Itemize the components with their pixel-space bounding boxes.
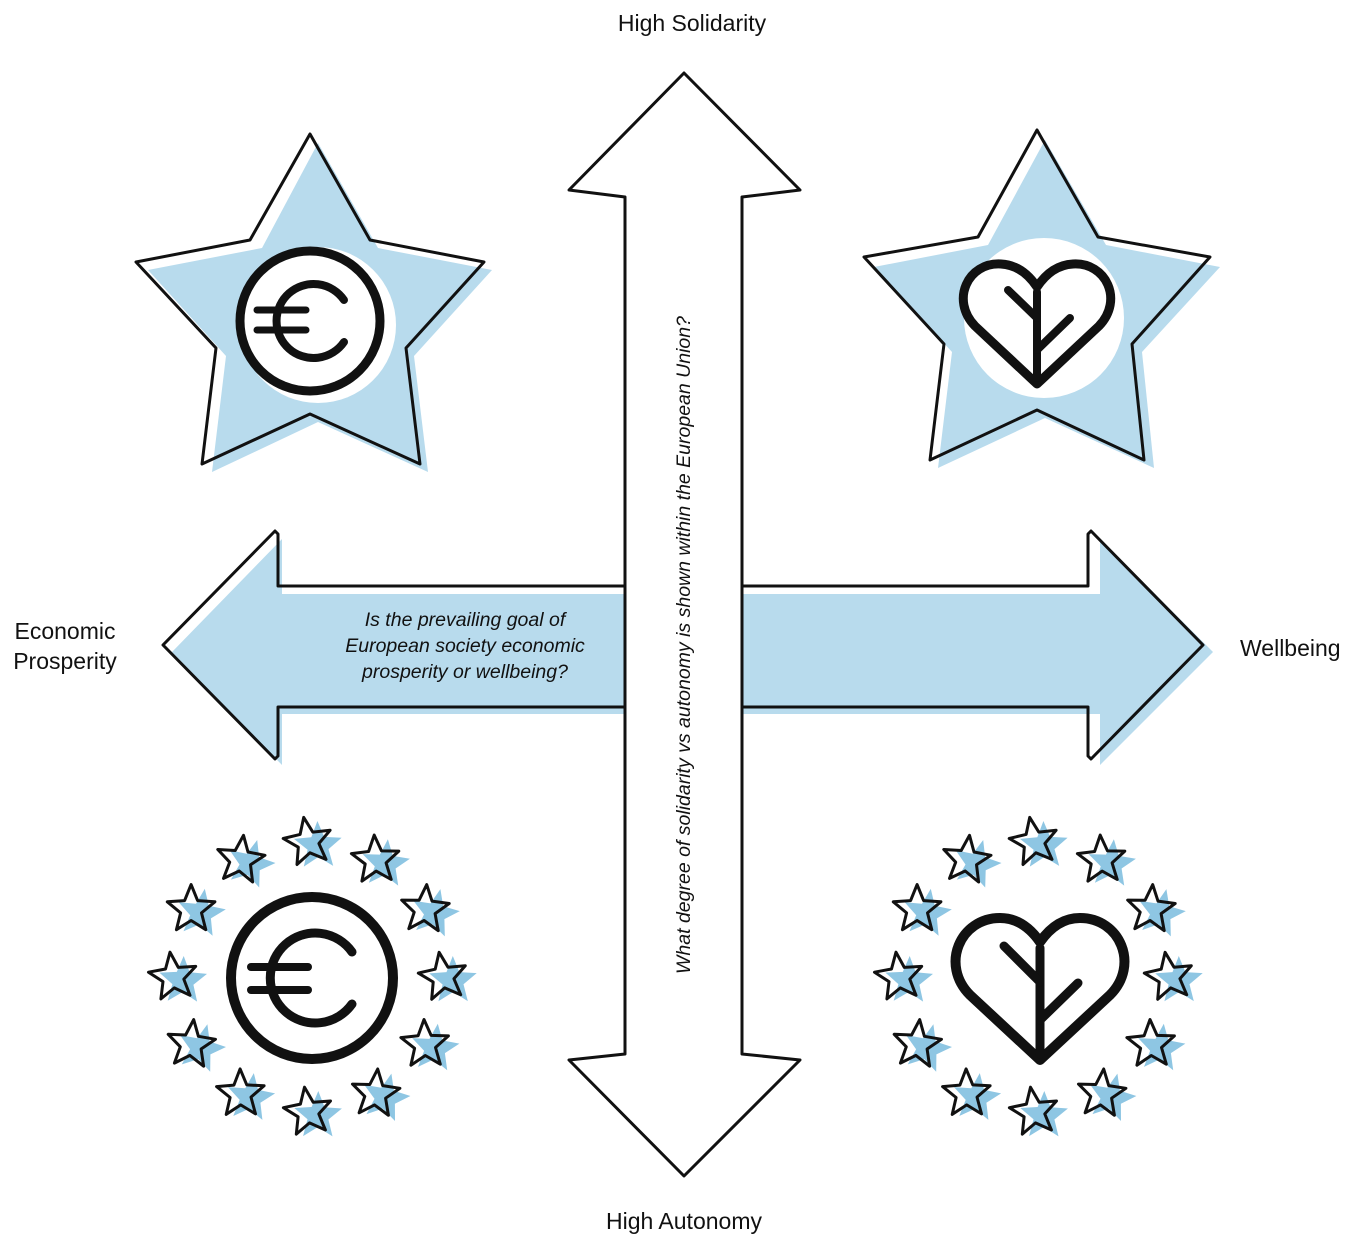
vertical-arrow — [567, 71, 802, 1178]
heart-tree-icon — [958, 259, 1116, 389]
small-star-icon — [400, 883, 460, 937]
horizontal-question: Is the prevailing goal of European socie… — [300, 607, 630, 685]
small-star-icon — [941, 1067, 1002, 1120]
small-star-icon — [351, 1067, 411, 1121]
small-star-icon — [892, 1018, 952, 1072]
small-star-icon — [1007, 1085, 1068, 1137]
small-star-icon — [165, 883, 226, 936]
axis-label-right: Wellbeing — [1240, 635, 1341, 661]
small-star-icon — [281, 815, 342, 867]
axis-label-left: Economic Prosperity — [6, 616, 124, 676]
small-star-icon — [891, 883, 952, 936]
small-star-icon — [416, 950, 477, 1002]
small-star-icon — [1142, 950, 1203, 1002]
small-star-icon — [399, 1018, 460, 1071]
small-star-icon — [1125, 1018, 1186, 1071]
small-star-icon — [1077, 1067, 1137, 1121]
small-star-icon — [281, 1085, 342, 1137]
axis-label-left-line-2: Prosperity — [13, 648, 117, 674]
small-star-icon — [215, 1067, 276, 1120]
euro-icon — [226, 892, 398, 1064]
large-star-top-right — [862, 128, 1220, 468]
small-star-icon — [1075, 833, 1136, 886]
axis-label-top: High Solidarity — [617, 10, 767, 36]
small-star-icon — [1007, 815, 1068, 867]
heart-emblem-bottom-right — [873, 815, 1203, 1137]
ring-of-stars-left — [147, 815, 477, 1137]
small-star-icon — [216, 833, 276, 888]
axis-label-left-line-1: Economic — [14, 618, 116, 644]
small-star-icon — [942, 833, 1002, 888]
horizontal-question-line-3: prosperity or wellbeing? — [362, 661, 568, 683]
horizontal-question-line-1: Is the prevailing goal of — [364, 609, 566, 631]
large-star-top-left — [134, 132, 492, 472]
axis-label-bottom: High Autonomy — [606, 1208, 762, 1234]
small-star-icon — [166, 1018, 226, 1072]
horizontal-question-line-2: European society economic — [345, 635, 585, 657]
ring-of-stars-right — [873, 815, 1203, 1137]
small-star-icon — [873, 950, 933, 1002]
small-star-icon — [349, 833, 410, 886]
heart-tree-icon — [950, 913, 1130, 1065]
euro-icon — [235, 246, 385, 396]
small-star-icon — [147, 950, 207, 1002]
euro-emblem-bottom-left — [147, 815, 477, 1137]
vertical-question: What degree of solidarity vs autonomy is… — [673, 316, 695, 974]
small-star-icon — [1126, 883, 1186, 937]
